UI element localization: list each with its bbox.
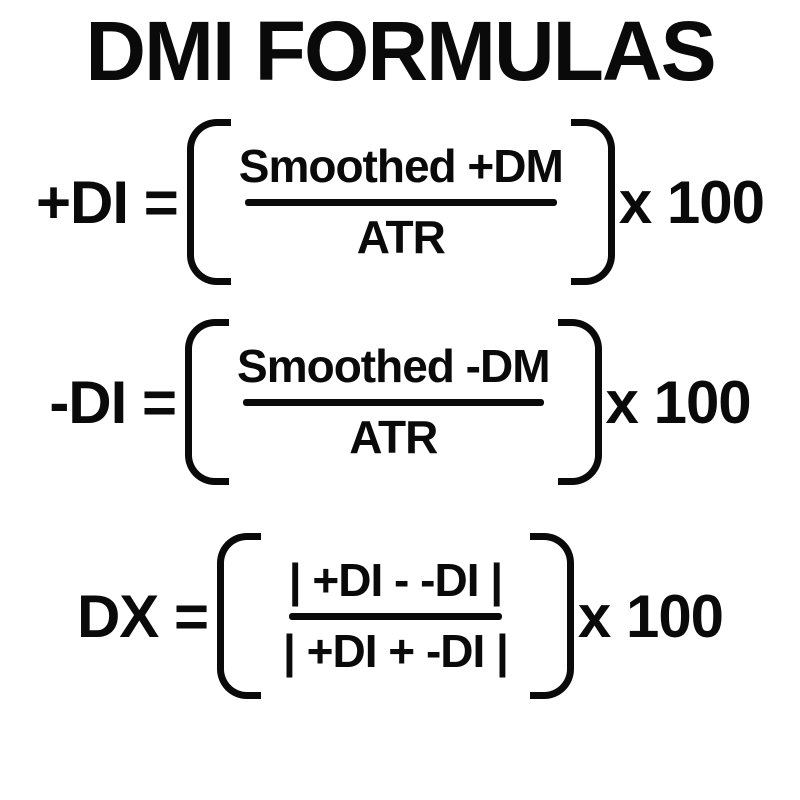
page-title: DMI FORMULAS [85,4,716,98]
fraction: Smoothed -DM ATR [203,339,584,464]
left-bracket [217,533,261,700]
fraction: | +DI - -DI | | +DI + -DI | [235,553,556,678]
formula-multiplier: x 100 [618,168,765,236]
fraction-denominator: ATR [356,211,446,264]
formula-multiplier: x 100 [577,582,724,650]
fraction-bar [243,399,544,407]
formula-lhs: +DI = [36,168,179,236]
fraction-bar [289,613,502,621]
fraction-numerator: | +DI - -DI | [288,553,503,606]
formula-multiplier: x 100 [605,368,752,436]
fraction-denominator: ATR [349,411,438,464]
right-bracket [557,319,602,486]
fraction: Smoothed +DM ATR [205,139,597,264]
formula-lhs: -DI = [49,368,177,436]
fraction-denominator: | +DI + -DI | [283,625,509,678]
fraction-numerator: Smoothed -DM [237,339,551,392]
right-bracket [570,119,615,286]
formula-lhs: DX = [76,582,209,650]
fraction-bar [244,199,557,207]
left-bracket [186,119,231,286]
left-bracket [185,319,230,486]
fraction-numerator: Smoothed +DM [238,139,564,192]
formula-row-minus-di: -DI = Smoothed -DM ATR x 100 [49,319,752,486]
formula-row-plus-di: +DI = Smoothed +DM ATR x 100 [36,119,765,286]
right-bracket [529,533,574,700]
formula-row-dx: DX = | +DI - -DI | | +DI + -DI | x 100 [76,533,724,700]
